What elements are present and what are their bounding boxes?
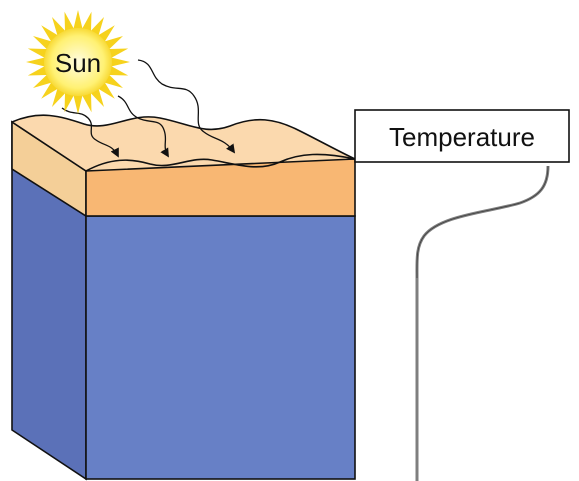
sun-icon [26,10,130,114]
water-block-deep-front [85,215,356,480]
temperature-profile-curve [415,165,550,481]
sun-disc [44,28,112,96]
water-surface-front-edge [85,153,356,172]
temperature-label-box [354,109,570,163]
sunlight-arrow-2 [117,95,169,158]
sun-label: Sun [55,48,101,78]
water-surface-top [11,114,356,172]
sunlight-arrow-1 [61,107,119,158]
temperature-label: Temperature [389,122,535,152]
temperature-profile-curve-outline [416,165,549,279]
sunlight-arrow-3 [137,59,236,154]
